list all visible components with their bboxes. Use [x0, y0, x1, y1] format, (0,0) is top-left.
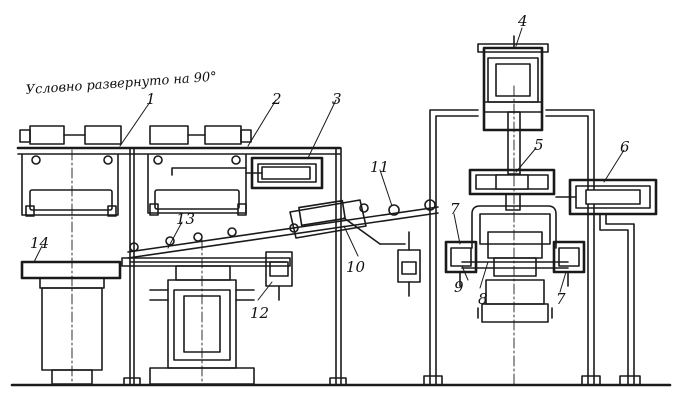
cylinder-5	[468, 168, 556, 211]
clamp-7-left	[444, 240, 478, 287]
label-7-left: 7	[450, 200, 460, 218]
press-frame	[423, 109, 601, 386]
label-1: 1	[146, 90, 156, 108]
label-3: 3	[332, 90, 342, 108]
left-gripper-head	[21, 154, 119, 217]
label-9: 9	[454, 278, 464, 296]
label-11: 11	[370, 158, 389, 176]
caption-text: Условно развернуто на 90°	[25, 70, 217, 98]
label-12: 12	[250, 304, 269, 322]
press-head	[461, 85, 569, 386]
label-4: 4	[517, 12, 528, 30]
label-10: 10	[346, 258, 366, 276]
label-13: 13	[176, 210, 195, 228]
inclined-conveyor	[127, 199, 439, 297]
clamp-7-right	[552, 240, 586, 287]
station-14	[20, 149, 122, 386]
label-6: 6	[620, 138, 630, 156]
table-13	[121, 239, 293, 386]
middle-gripper-head	[147, 154, 247, 216]
cylinder-6	[555, 178, 658, 386]
cylinder-3	[245, 156, 324, 190]
label-2: 2	[271, 90, 282, 108]
leader-lines	[33, 27, 625, 301]
cylinder-4	[477, 35, 549, 175]
label-14: 14	[30, 234, 49, 252]
label-5: 5	[534, 136, 544, 154]
label-8: 8	[478, 290, 488, 308]
label-7-right: 7	[556, 290, 566, 308]
